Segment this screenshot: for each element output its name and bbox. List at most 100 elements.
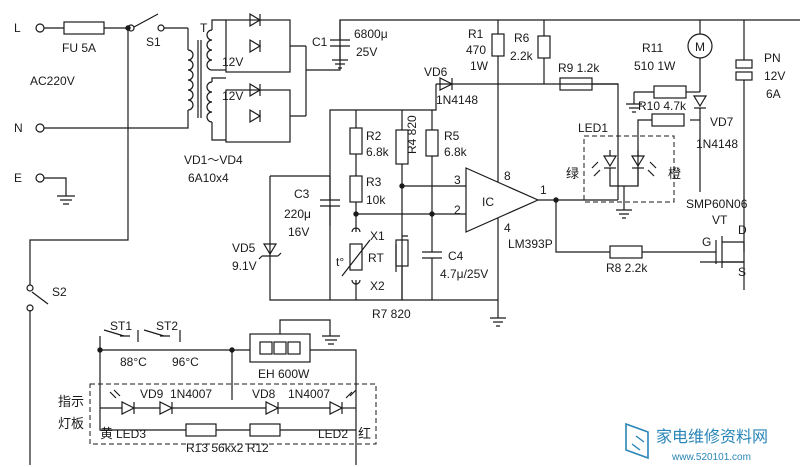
secondary-bottom-label: 12V <box>222 89 243 103</box>
mosfet-part: SMP60N06 <box>686 197 748 211</box>
c4-value: 4.7μ/25V <box>440 267 488 281</box>
transformer-label: T <box>200 21 208 35</box>
c3-value-1: 220μ <box>284 207 311 221</box>
pin8-label: 8 <box>504 169 511 183</box>
temp-symbol: t° <box>336 255 344 269</box>
green-label: 绿 <box>566 166 579 181</box>
drain-label: D <box>738 223 747 237</box>
terminal-e-label: E <box>14 171 22 185</box>
x2-label: X2 <box>370 279 385 293</box>
vd8-label: VD8 <box>252 387 276 401</box>
r5-ref: R5 <box>444 129 460 143</box>
r3-value: 10k <box>366 193 386 207</box>
pn-value-1: 12V <box>764 69 785 83</box>
pin2-label: 2 <box>454 203 461 217</box>
earth-ground <box>44 177 75 205</box>
vd5-value: 9.1V <box>232 259 257 273</box>
capacitor-c1 <box>330 20 350 69</box>
ic-part: LM393P <box>508 237 553 251</box>
rectifier-ref-label: VD1～VD4 <box>184 153 243 167</box>
vd7-ref: VD7 <box>710 115 734 129</box>
vd9-part: 1N4007 <box>170 387 212 401</box>
r6-value: 2.2k <box>510 49 534 63</box>
r11-value: 510 1W <box>634 59 676 73</box>
watermark-logo <box>625 422 649 460</box>
secondary-top-label: 12V <box>222 55 243 69</box>
c1-ref: C1 <box>312 35 328 49</box>
r2-value: 6.8k <box>366 145 390 159</box>
rectifier-bridges <box>225 19 800 143</box>
comparator-ic <box>465 110 618 327</box>
st1-label: ST1 <box>110 319 132 333</box>
output-network <box>559 20 713 200</box>
red-label: 红 <box>358 426 371 441</box>
led1-bicolor <box>583 135 675 219</box>
fuse-label: FU 5A <box>62 41 96 55</box>
terminal-n-label: N <box>14 121 23 135</box>
vd9-label: VD9 <box>140 387 164 401</box>
pn-value-2: 6A <box>766 87 781 101</box>
rt-ref: RT <box>368 251 384 265</box>
thermistor-rt <box>341 226 371 300</box>
led3-label: LED3 <box>116 427 146 441</box>
r13-label: R13 56kx2 R12 <box>186 441 269 455</box>
fuse-fu <box>63 21 105 35</box>
r8-label: R8 2.2k <box>606 261 648 275</box>
switch-s2 <box>26 284 49 312</box>
mosfet-ref: VT <box>712 213 728 227</box>
source-label: S <box>738 265 746 279</box>
c3-value-2: 16V <box>288 225 309 239</box>
c3-vd5-network <box>258 175 498 301</box>
switch-s1-label: S1 <box>146 35 161 49</box>
ic-ref: IC <box>482 195 494 209</box>
vd8-part: 1N4007 <box>288 387 330 401</box>
c1-value-1: 6800μ <box>354 27 388 41</box>
capacitor-c4 <box>422 214 442 300</box>
pn-ref: PN <box>764 51 781 65</box>
r2-ref: R2 <box>366 129 382 143</box>
r4-label: R4 820 <box>405 115 419 154</box>
vd7-part: 1N4148 <box>696 137 738 151</box>
vd5-ref: VD5 <box>232 241 256 255</box>
orange-label: 橙 <box>668 166 681 181</box>
watermark-url: www.520101.com <box>671 452 751 463</box>
led2-label: LED2 <box>318 427 348 441</box>
l-branch-to-s2 <box>29 28 129 465</box>
watermark-cn: 家电维修资料网 <box>656 428 768 446</box>
rectifier-part-label: 6A10x4 <box>188 171 229 185</box>
r8-mosfet <box>609 236 745 290</box>
yellow-label: 黄 <box>100 426 113 441</box>
r10-label: R10 4.7k <box>638 99 687 113</box>
x1-label: X1 <box>370 229 385 243</box>
neutral-line <box>44 110 189 129</box>
motor-label: M <box>695 40 705 54</box>
panel-label-2: 灯板 <box>58 416 84 431</box>
terminal-l-label: L <box>14 21 21 35</box>
st2-label: ST2 <box>156 319 178 333</box>
vd6-part: 1N4148 <box>436 93 478 107</box>
indicator-board <box>89 383 377 445</box>
r9-label: R9 1.2k <box>558 61 600 75</box>
r5-value: 6.8k <box>444 145 468 159</box>
rectifier-diodes <box>249 12 262 124</box>
panel-label-1: 指示 <box>58 394 84 409</box>
heater-label: EH 600W <box>258 367 310 381</box>
ac-source-label: AC220V <box>30 74 75 88</box>
transformer-t <box>187 19 226 141</box>
r1-value-1: 470 <box>466 43 486 57</box>
r7-label: R7 820 <box>372 307 411 321</box>
pin1-label: 1 <box>540 183 547 197</box>
ac-terminals <box>35 23 45 183</box>
switch-s2-label: S2 <box>52 285 67 299</box>
live-line <box>44 13 189 50</box>
ground-r11 <box>626 92 642 113</box>
top-rail-resistors <box>329 20 618 300</box>
pin3-label: 3 <box>454 173 461 187</box>
c3-ref: C3 <box>294 187 310 201</box>
st2-temp: 96°C <box>172 355 199 369</box>
r11-ref: R11 <box>642 41 663 55</box>
led1-ref: LED1 <box>578 121 608 135</box>
r6-ref: R6 <box>514 31 530 45</box>
st1-temp: 88°C <box>120 355 147 369</box>
